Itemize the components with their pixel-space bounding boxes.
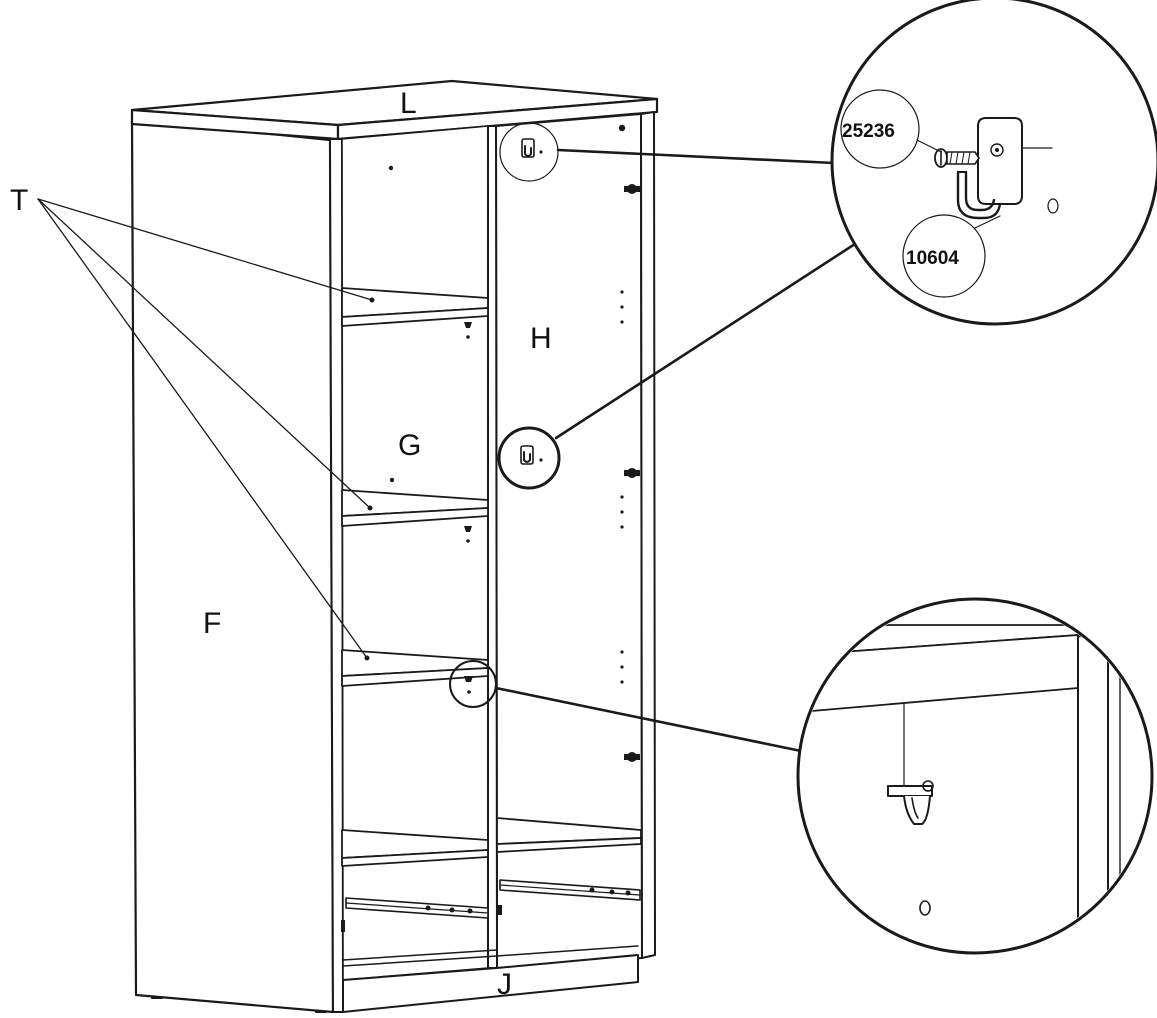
- side-panel-f: [130, 118, 335, 1014]
- cam-fitting-middle: [624, 468, 640, 478]
- hook-bracket: [956, 117, 1023, 220]
- cabinet: [130, 79, 659, 1014]
- detail-shelf-support-callout: [796, 597, 1154, 955]
- screw-part-code: 25236: [842, 121, 895, 142]
- front-left-edge: [329, 138, 344, 1013]
- door-hook-middle: [497, 426, 561, 490]
- shelf-2: [341, 489, 489, 527]
- drawer-runners: [341, 879, 641, 932]
- shelf-3: [341, 649, 489, 687]
- label-shelf-section: G: [398, 429, 421, 462]
- bottom-rail-j: [342, 954, 639, 1013]
- detail-hook-callout: [830, 0, 1157, 326]
- label-door: H: [530, 322, 552, 355]
- right-outer-edge: [640, 111, 656, 959]
- door-hook-top: [499, 122, 559, 182]
- cam-fittings: [624, 184, 640, 762]
- shelf-support-highlight: [449, 660, 497, 708]
- labels: L T F G H J 25236 10604: [10, 87, 959, 1001]
- shelves: [341, 287, 642, 867]
- label-side-panel: F: [203, 607, 221, 640]
- label-bottom-rail: J: [497, 968, 512, 1001]
- hook-part-code: 10604: [906, 248, 959, 269]
- shelf-4-bottom-left: [341, 829, 489, 867]
- callout-connectors: [494, 148, 860, 754]
- label-shelves: T: [10, 184, 28, 217]
- cam-fitting-top: [624, 184, 640, 194]
- label-top-panel: L: [400, 87, 417, 120]
- shelf-5-bottom-right: [496, 817, 642, 853]
- t-leader-lines: [37, 198, 373, 659]
- screw: [934, 148, 980, 168]
- drawer-runner-right: [499, 879, 641, 901]
- cam-fitting-bottom: [624, 752, 640, 762]
- top-panel-right-edge: [336, 97, 659, 141]
- middle-divider: [487, 125, 498, 969]
- shelf-pin-holes: [388, 124, 626, 684]
- drawer-runner-left: [341, 897, 502, 932]
- shelf-support-pin: [887, 780, 934, 825]
